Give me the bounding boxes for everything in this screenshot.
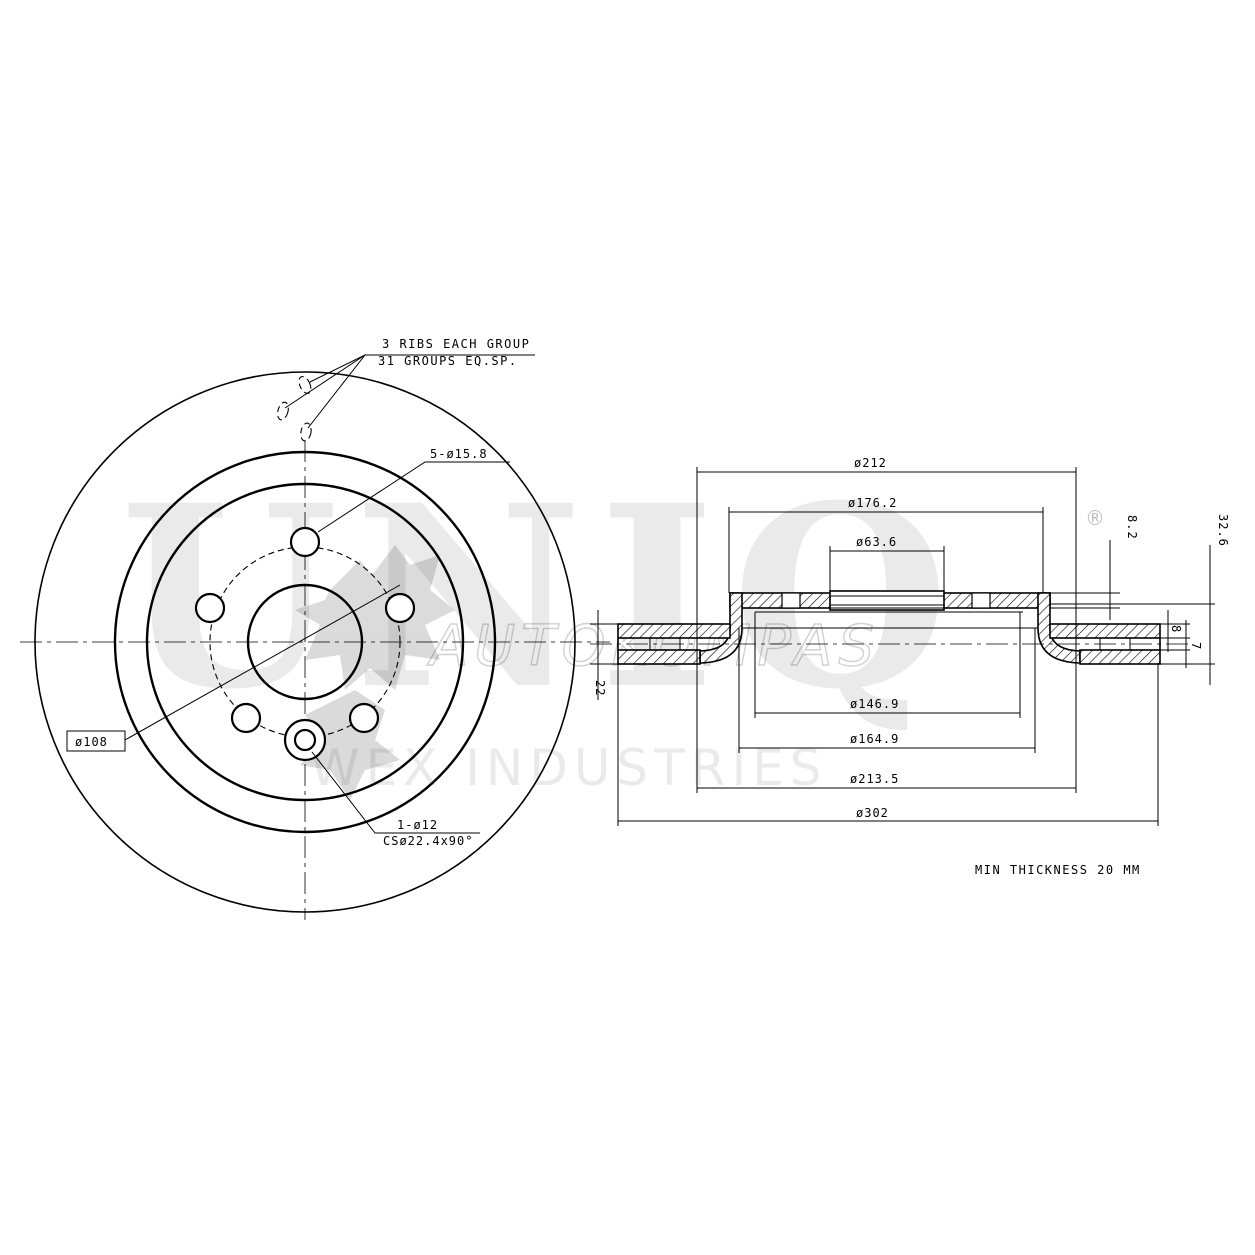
cooling-ribs xyxy=(277,376,312,442)
locating-hole-label-2: CSø22.4x90° xyxy=(383,834,473,848)
dim-32-6: 32.6 xyxy=(1216,514,1230,547)
watermark-registered-mark: ® xyxy=(1085,506,1105,530)
section-view: ø212 ø176.2 ø63.6 ø146.9 ø164.9 ø213.5 ø… xyxy=(590,456,1230,826)
pcd-label: ø108 xyxy=(75,735,108,749)
dim-164-9: ø164.9 xyxy=(850,732,899,746)
bolt-hole-section xyxy=(971,592,991,609)
dim-22: 22 xyxy=(593,680,607,696)
bolt-hole xyxy=(289,526,321,558)
rotor-face-inner-left xyxy=(617,649,701,665)
center-bore-section xyxy=(829,590,945,611)
rotor-face-inner-right xyxy=(1079,649,1161,665)
dim-176-2: ø176.2 xyxy=(848,496,897,510)
dim-213-5: ø213.5 xyxy=(850,772,899,786)
locating-hole-leader xyxy=(311,751,480,834)
pcd-label-box xyxy=(66,730,126,752)
dim-7: 7 xyxy=(1189,642,1203,650)
bolt-hole xyxy=(384,592,416,624)
locating-hole-label-1: 1-ø12 xyxy=(397,818,438,832)
bolt-hole xyxy=(348,702,380,734)
pcd-leader xyxy=(124,584,401,741)
bolt-hole xyxy=(194,592,226,624)
dim-146-9: ø146.9 xyxy=(850,697,899,711)
min-thickness-note: MIN THICKNESS 20 MM xyxy=(975,863,1141,877)
front-view: 3 RIBS EACH GROUP 31 GROUPS EQ.SP. 5-ø15… xyxy=(20,337,610,920)
dim-8-2: 8.2 xyxy=(1125,515,1139,540)
bolt-hole-leader xyxy=(317,461,510,533)
rotor-face-outer-right xyxy=(1049,623,1161,639)
dim-63-6: ø63.6 xyxy=(856,535,897,549)
dim-8: 8 xyxy=(1169,625,1183,633)
ribs-note-line2: 31 GROUPS EQ.SP. xyxy=(378,354,518,368)
dim-212: ø212 xyxy=(854,456,887,470)
locating-hole xyxy=(293,728,317,752)
watermark-wex-industries: WEX INDUSTRIES xyxy=(310,739,828,797)
bolt-hole-label: 5-ø15.8 xyxy=(430,447,488,461)
bolt-hole-section xyxy=(781,592,801,609)
ribs-note-line1: 3 RIBS EACH GROUP xyxy=(382,337,530,351)
dim-302: ø302 xyxy=(856,806,889,820)
rotor-face-outer-left xyxy=(617,623,731,639)
bolt-hole xyxy=(230,702,262,734)
